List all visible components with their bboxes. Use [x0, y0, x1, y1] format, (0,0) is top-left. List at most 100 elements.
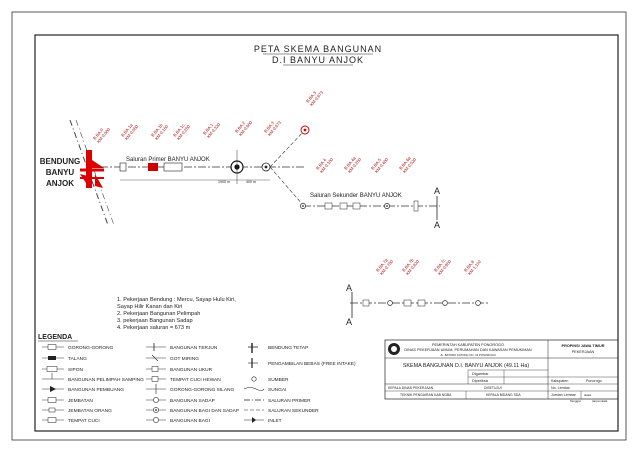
svg-text:INLET: INLET: [268, 418, 282, 424]
svg-text:SUNGAI: SUNGAI: [268, 387, 286, 393]
secondary-canal-label: Saluran Sekunder BANYU ANJOK: [310, 193, 402, 199]
legend-symbol-sadap: [146, 397, 166, 403]
province-label: PROPINSI JAWA TIMUR: [562, 344, 605, 348]
svg-text:3. pekerjaan Bangunan Sadap: 3. pekerjaan Bangunan Sadap: [117, 318, 193, 324]
outer-border: [11, 11, 627, 441]
canal-to-secondary: [269, 166, 304, 206]
drawn-label: Digambar: [472, 372, 489, 376]
legend-symbol-bagi-sadap: [146, 407, 166, 413]
primary-canal-label: Saluran Primer BANYU ANJOK: [126, 157, 210, 163]
legend-symbol-jembatan: [42, 397, 64, 403]
segment-label-2: 400 m: [246, 180, 256, 184]
svg-text:SALURAN SEKUNDER: SALURAN SEKUNDER: [268, 408, 319, 414]
svg-text:BANGUNAN PELIMPAH SAMPING: BANGUNAN PELIMPAH SAMPING: [68, 377, 144, 383]
svg-text:4. Pekerjaan saluran = 673 m: 4. Pekerjaan saluran = 673 m: [117, 325, 191, 331]
legend-col-3: BENDUNG TETAP PENGAMBILAN BEBAS (FREE IN…: [243, 343, 356, 424]
svg-text:JEMBATAN ORANG: JEMBATAN ORANG: [68, 408, 112, 414]
legend-symbol-sumber: [251, 376, 257, 382]
svg-text:GOT MIRING: GOT MIRING: [170, 356, 199, 362]
legend-col-2: BANGUNAN TERJUN GOT MIRING BANGUNAN UKUR…: [146, 343, 239, 424]
legend-symbol-gorong: [42, 344, 64, 350]
work-notes: 1. Pekerjaan Bendung : Mercu, Sayap Hulu…: [117, 297, 236, 331]
legend-symbol-terjun: [146, 343, 166, 351]
svg-text:SALURAN PRIMER: SALURAN PRIMER: [268, 398, 311, 404]
legend-symbol-jembatan-orang: [42, 407, 64, 413]
weir-label-2: BANYU: [46, 168, 75, 177]
legend-symbol-pelimpah: [42, 373, 64, 380]
signatory-4: KEPALA BIDANG SDA: [486, 393, 521, 397]
scale-label: skala: [584, 393, 591, 397]
sheet-count-label: Jumlah Lembar: [551, 393, 577, 397]
section-a-bottom2-label: A: [346, 317, 352, 327]
svg-text:BANGUNAN SADAP: BANGUNAN SADAP: [170, 398, 215, 404]
section-a-top-label: A: [434, 186, 440, 196]
legend-symbol-free-intake: [248, 358, 258, 368]
svg-text:BANGUNAN PEMBUANG: BANGUNAN PEMBUANG: [68, 387, 124, 393]
signatory-1: KEPALA DINAS PEKERJAAN: [388, 386, 434, 390]
map-subtitle: D.I BANYU ANJOK: [272, 55, 364, 65]
svg-text:BENDUNG TETAP: BENDUNG TETAP: [268, 345, 308, 351]
signatory-2: DISETUJUI: [484, 386, 502, 390]
legend-symbol-bagi: [146, 417, 166, 423]
agency-line-2: DINAS PEKERJAAN UMUM, PERUMAHAN DAN KAWA…: [404, 348, 532, 352]
legend-symbol-sungai: [243, 387, 265, 391]
map-title: PETA SKEMA BANGUNAN: [254, 44, 382, 54]
weir-label-3: ANJOK: [46, 179, 74, 188]
legend-symbol-pembuang: [42, 386, 64, 392]
signatory-3: TEKNIK PENGAIRAN KAB NGBA: [400, 393, 452, 397]
weir-label-1: BENDUNG: [40, 157, 80, 166]
svg-text:BANGUNAN BAGI DAN SADAP: BANGUNAN BAGI DAN SADAP: [170, 408, 239, 414]
legend-symbol-ukur: [146, 366, 166, 372]
sluice-structure: [119, 162, 183, 172]
lower-structures: [362, 299, 481, 307]
checked-label: Diperiksa: [472, 379, 489, 383]
legend-heading: LEGENDA: [38, 334, 72, 341]
title-block: [384, 339, 619, 400]
svg-text:SIPON: SIPON: [68, 367, 83, 373]
agency-line-3: JL. BATORO KATONG NO. 19 PONOROGO: [440, 353, 496, 357]
svg-text:TEMPAT CUCI HEWAN: TEMPAT CUCI HEWAN: [170, 377, 221, 383]
drawing-title: SKEMA BANGUNAN D.I. BANYU ANJOK (49.11 H…: [403, 363, 530, 369]
svg-text:BANGUNAN BAGI: BANGUNAN BAGI: [170, 418, 210, 424]
svg-text:GORONG-GORONG: GORONG-GORONG: [68, 345, 114, 351]
svg-text:JEMBATAN: JEMBATAN: [68, 398, 93, 404]
svg-text:TEMPAT CUCI: TEMPAT CUCI: [68, 418, 100, 424]
svg-text:SUMBER: SUMBER: [268, 377, 289, 383]
svg-text:PENGAMBILAN BEBAS (FREE INTAKE: PENGAMBILAN BEBAS (FREE INTAKE): [268, 361, 356, 367]
svg-text:BANGUNAN UKUR: BANGUNAN UKUR: [170, 367, 213, 373]
legend-symbol-sipon: [42, 366, 64, 372]
red-tap-node: [300, 125, 310, 135]
svg-text:TALANG: TALANG: [68, 356, 87, 362]
section-a-bottom-label: A: [346, 283, 352, 293]
legend-symbol-cuci-hewan: [146, 376, 166, 382]
division-node: [261, 162, 271, 172]
legend-col-1: GORONG-GORONG TALANG SIPON BANGUNAN PELI…: [42, 344, 144, 424]
svg-text:1. Pekerjaan Bendung : Mercu,: 1. Pekerjaan Bendung : Mercu, Sayap Hulu…: [117, 297, 236, 303]
legend-symbol-got-miring: [146, 354, 166, 362]
regency-label: Kabupaten: [551, 379, 568, 383]
sheet-number-label: No. Lembar: [551, 386, 571, 390]
scale-value: tanpa skala: [592, 399, 608, 403]
inner-border: [34, 34, 619, 432]
svg-text:BANGUNAN TERJUN: BANGUNAN TERJUN: [170, 345, 218, 351]
agency-line-1: PEMERINTAH KABUPATEN PONOROGO: [432, 343, 504, 347]
legend-symbol-inlet: [244, 417, 264, 423]
svg-text:2. Pekerjaan Bangunan Pelimpah: 2. Pekerjaan Bangunan Pelimpah: [117, 311, 200, 317]
section-a-top2-label: A: [434, 220, 440, 230]
segment-label-1: 1900 m: [218, 180, 230, 184]
legend-symbol-talang: [42, 356, 64, 360]
canal-to-junction: [269, 129, 306, 168]
svg-text:Sayap Hilir Kanan dan Kiri: Sayap Hilir Kanan dan Kiri: [117, 304, 182, 310]
regency-value: Ponorogo: [586, 379, 602, 383]
legend-symbol-bendung-tetap: [248, 343, 258, 353]
secondary-structures: [300, 200, 419, 212]
weir-structure: [80, 150, 104, 188]
legend-symbol-gorong-silang: [146, 384, 166, 394]
svg-text:GORONG-GORONG SILANG: GORONG-GORONG SILANG: [170, 387, 234, 393]
legend-symbol-tempat-cuci: [42, 417, 64, 423]
date-label: Tanggal: [570, 399, 581, 403]
